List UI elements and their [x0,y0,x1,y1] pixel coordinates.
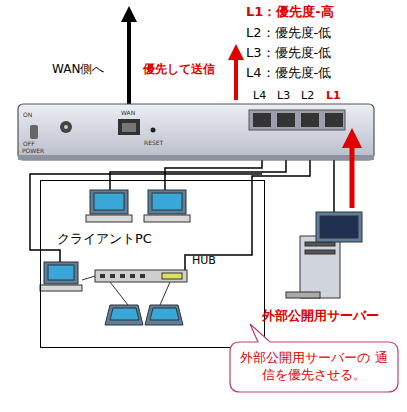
priority-legend: L2：優先度-低 [246,25,331,41]
switch-label: ON [23,111,32,118]
group-box: クライアントPC [40,180,265,348]
device-label: 外部公開用サーバー [262,308,379,324]
group-label: クライアントPC [57,231,152,248]
callout-text: 外部公開用サーバーの 通信を優先させる。 [240,350,388,384]
button-label: RESET [144,139,163,146]
priority-legend: L1：優先度-高 [246,4,334,20]
port-label: L1 [326,89,341,102]
wan-arrow [127,14,131,118]
priority-arrow [234,52,238,100]
direction-label: 優先して送信 [143,62,215,76]
port-label: L2 [301,89,314,102]
port-label: L3 [277,89,290,102]
port-label: L4 [253,89,266,102]
switch-label: POWER [22,147,44,154]
client-computers [40,190,190,325]
priority-arrow [350,138,355,208]
server-computer [286,212,362,298]
switch-label: OFF [23,140,35,147]
bubble-outline [230,324,398,392]
direction-label: WAN側へ [52,62,104,76]
router [18,104,374,160]
port-label: WAN [121,109,135,116]
callout-bubble: 外部公開用サーバーの 通信を優先させる。 [230,342,398,392]
priority-legend: L3：優先度-低 [246,45,331,61]
device-label: HUB [192,254,216,267]
priority-legend: L4：優先度-低 [246,65,331,81]
